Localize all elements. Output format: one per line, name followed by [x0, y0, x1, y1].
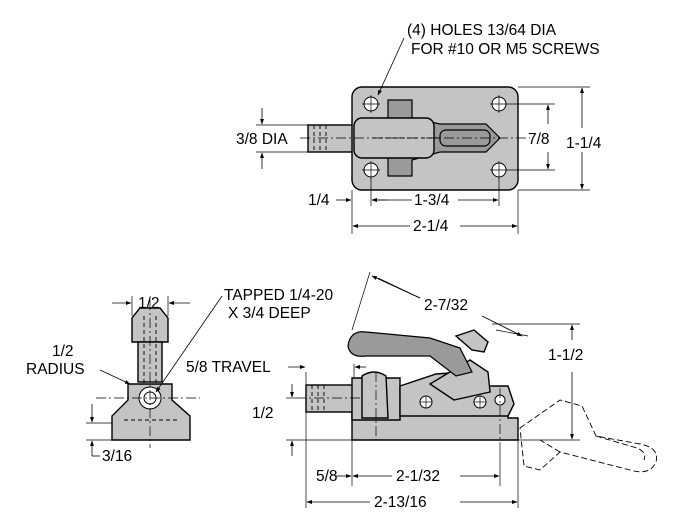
- tapped-line1: TAPPED 1/4-20: [224, 287, 334, 304]
- end-view: [86, 295, 223, 457]
- tapped-line2: X 3/4 DEEP: [228, 305, 311, 322]
- edge-offset-label: 1/4: [308, 192, 330, 209]
- plunger-dia-label: 3/8 DIA: [236, 131, 288, 148]
- hole-spacing-h-label: 1-3/4: [414, 192, 450, 209]
- holes-callout-line2: FOR #10 OR M5 SCREWS: [411, 41, 600, 58]
- side-plunger-rod: [305, 384, 355, 413]
- base-thickness-label: 3/16: [102, 448, 132, 465]
- body-length-label: 2-1/32: [396, 468, 440, 485]
- side-handle-closed: [347, 331, 473, 377]
- side-view: [286, 271, 658, 508]
- base-height-label: 1-1/4: [566, 135, 602, 152]
- side-guide: [361, 371, 389, 419]
- holes-leader: [377, 37, 405, 96]
- radius-line2: RADIUS: [26, 361, 85, 378]
- side-handle-tip: [454, 329, 489, 353]
- holes-callout-line1: (4) HOLES 13/64 DIA: [407, 22, 557, 39]
- top-plunger-rod: [307, 124, 355, 153]
- travel-label: 5/8 TRAVEL: [186, 359, 271, 376]
- top-view: [256, 37, 590, 234]
- overall-height-label: 1-1/2: [548, 347, 583, 364]
- overall-length-label: 2-13/16: [374, 494, 427, 511]
- plunger-ext-label: 5/8: [316, 468, 338, 485]
- radius-line1: 1/2: [52, 343, 74, 360]
- base-length-label: 2-1/4: [413, 218, 449, 235]
- end-width-label: 1/2: [138, 295, 160, 312]
- center-height-label: 1/2: [252, 405, 274, 422]
- handle-swing-label: 2-7/32: [424, 297, 468, 314]
- hole-spacing-v-label: 7/8: [528, 131, 550, 148]
- handle-open-ghost: [519, 399, 658, 473]
